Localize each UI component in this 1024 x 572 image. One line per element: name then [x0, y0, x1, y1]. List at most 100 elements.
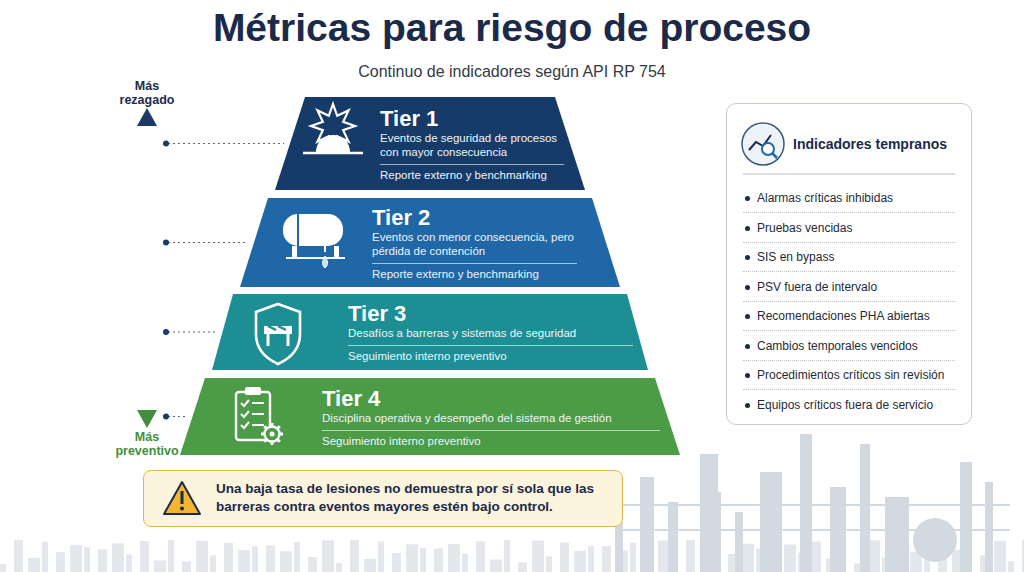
indicator-item: SIS en bypass: [757, 250, 834, 264]
bullet-dot: [745, 285, 750, 290]
barrier-icon: [264, 326, 292, 334]
tier-use: Reporte externo y benchmarking: [380, 164, 564, 182]
warning-icon: [162, 476, 222, 526]
tier-use: Reporte externo y benchmarking: [372, 263, 577, 281]
leader-dot: [163, 329, 169, 335]
tier-use: Seguimiento interno preventivo: [322, 430, 660, 448]
tank-leg: [292, 246, 297, 258]
arrow-shaft: [145, 122, 150, 416]
bullet-dot: [745, 196, 750, 201]
skyline-building: [154, 560, 166, 572]
tier-use: Seguimiento interno preventivo: [348, 345, 633, 363]
warning-triangle: [164, 482, 200, 514]
gear-body: [265, 427, 280, 442]
tier-description: Eventos de seguridad de procesos con may…: [380, 131, 564, 159]
tier-band: Tier 4Disciplina operativa y desempeño d…: [180, 378, 680, 455]
tier-band: Tier 2Eventos con menor consecuencia, pe…: [240, 198, 620, 287]
tier-band: Tier 3Desafíos a barreras y sistemas de …: [212, 294, 648, 370]
warning-box: Una baja tasa de lesiones no demuestra p…: [143, 470, 623, 527]
skyline-building: [336, 563, 342, 572]
ground-line: [286, 257, 345, 259]
gear-hub: [270, 432, 275, 437]
leak-pipe: [324, 246, 326, 252]
bullet-dot: [745, 314, 750, 319]
check-mark: [241, 400, 249, 406]
leak-drop: [323, 256, 328, 268]
refinery-tower: [760, 472, 782, 572]
skyline-building: [602, 546, 611, 572]
skyline-building: [490, 559, 502, 572]
skyline-building: [392, 553, 401, 572]
refinery-tower: [960, 462, 972, 572]
warning-mark: [180, 507, 184, 511]
indicator-row: Recomendaciones PHA abiertas: [743, 302, 955, 331]
skyline-building: [182, 561, 191, 572]
tier-band: Tier 1Eventos de seguridad de procesos c…: [275, 97, 585, 190]
skyline-building: [56, 552, 65, 572]
indicator-row: SIS en bypass: [743, 243, 955, 272]
check-line: [252, 413, 264, 415]
skyline-building: [742, 544, 754, 572]
skyline-building: [588, 546, 594, 572]
refinery-tower: [800, 434, 812, 572]
title: Métricas para riesgo de proceso: [0, 6, 1024, 50]
panel-rule: [743, 174, 955, 175]
check-line: [252, 424, 264, 426]
clipboard-clip: [245, 387, 261, 395]
tier-text: Tier 2Eventos con menor consecuencia, pe…: [372, 205, 577, 281]
refinery-tower: [885, 497, 909, 572]
bullet-dot: [745, 255, 750, 260]
skyline-building: [140, 541, 149, 572]
pipe-rack: [620, 529, 1010, 531]
indicator-item: Pruebas vencidas: [757, 221, 852, 235]
skyline-building: [350, 540, 359, 572]
tier-icon: [236, 387, 283, 445]
barrier-post: [267, 334, 270, 346]
warning-text: Una baja tasa de lesiones no demuestra p…: [216, 480, 606, 516]
skyline-building: [994, 541, 1006, 572]
trapezoid: [180, 378, 680, 455]
skyline-building: [0, 564, 6, 572]
gear-icon: [261, 423, 283, 445]
pipe-rack: [620, 504, 1010, 506]
indicator-item: PSV fuera de intervalo: [757, 280, 877, 294]
scale-label: Más rezagado: [110, 79, 184, 107]
skyline-building: [462, 554, 468, 572]
tier-heading: Tier 3: [348, 301, 633, 326]
tank-icon: [283, 214, 343, 246]
skyline-building: [84, 547, 90, 572]
tier-text: Tier 1Eventos de seguridad de procesos c…: [380, 106, 564, 182]
storage-sphere: [913, 518, 957, 562]
skyline-building: [560, 542, 569, 572]
panel-heading: Indicadores tempranos: [793, 136, 947, 152]
tier-heading: Tier 4: [322, 386, 660, 411]
tier-text: Tier 4Disciplina operativa y desempeño d…: [322, 386, 660, 448]
tier-heading: Tier 2: [372, 205, 577, 230]
skyline-building: [420, 548, 426, 572]
indicator-row: Cambios temporales vencidos: [743, 332, 955, 361]
bullet-dot: [745, 226, 750, 231]
bullet-dot: [745, 344, 750, 349]
skyline-building: [364, 559, 376, 572]
leader-line: [168, 143, 284, 144]
indicator-panel: Indicadores tempranosAlarmas críticas in…: [726, 103, 972, 425]
tier-description: Desafíos a barreras y sistemas de seguri…: [348, 326, 633, 340]
indicator-item: Alarmas críticas inhibidas: [757, 191, 893, 205]
barrier-stripe: [268, 326, 276, 330]
check-line: [252, 402, 264, 404]
skyline-building: [238, 550, 250, 572]
tier-icon: [256, 304, 300, 364]
tier-icon: [303, 104, 363, 153]
skyline-building: [14, 540, 23, 572]
skyline-building: [70, 545, 82, 572]
shield-icon: [256, 304, 300, 364]
chart-icon: [742, 123, 784, 165]
tier-description: Disciplina operativa y desempeño del sis…: [322, 411, 660, 425]
indicator-item: Procedimientos críticos sin revisión: [757, 368, 944, 382]
skyline-building: [322, 540, 334, 572]
refinery-tower: [985, 482, 993, 572]
leader-line: [168, 331, 217, 332]
skyline-building: [210, 555, 216, 572]
skyline-building: [294, 542, 300, 572]
